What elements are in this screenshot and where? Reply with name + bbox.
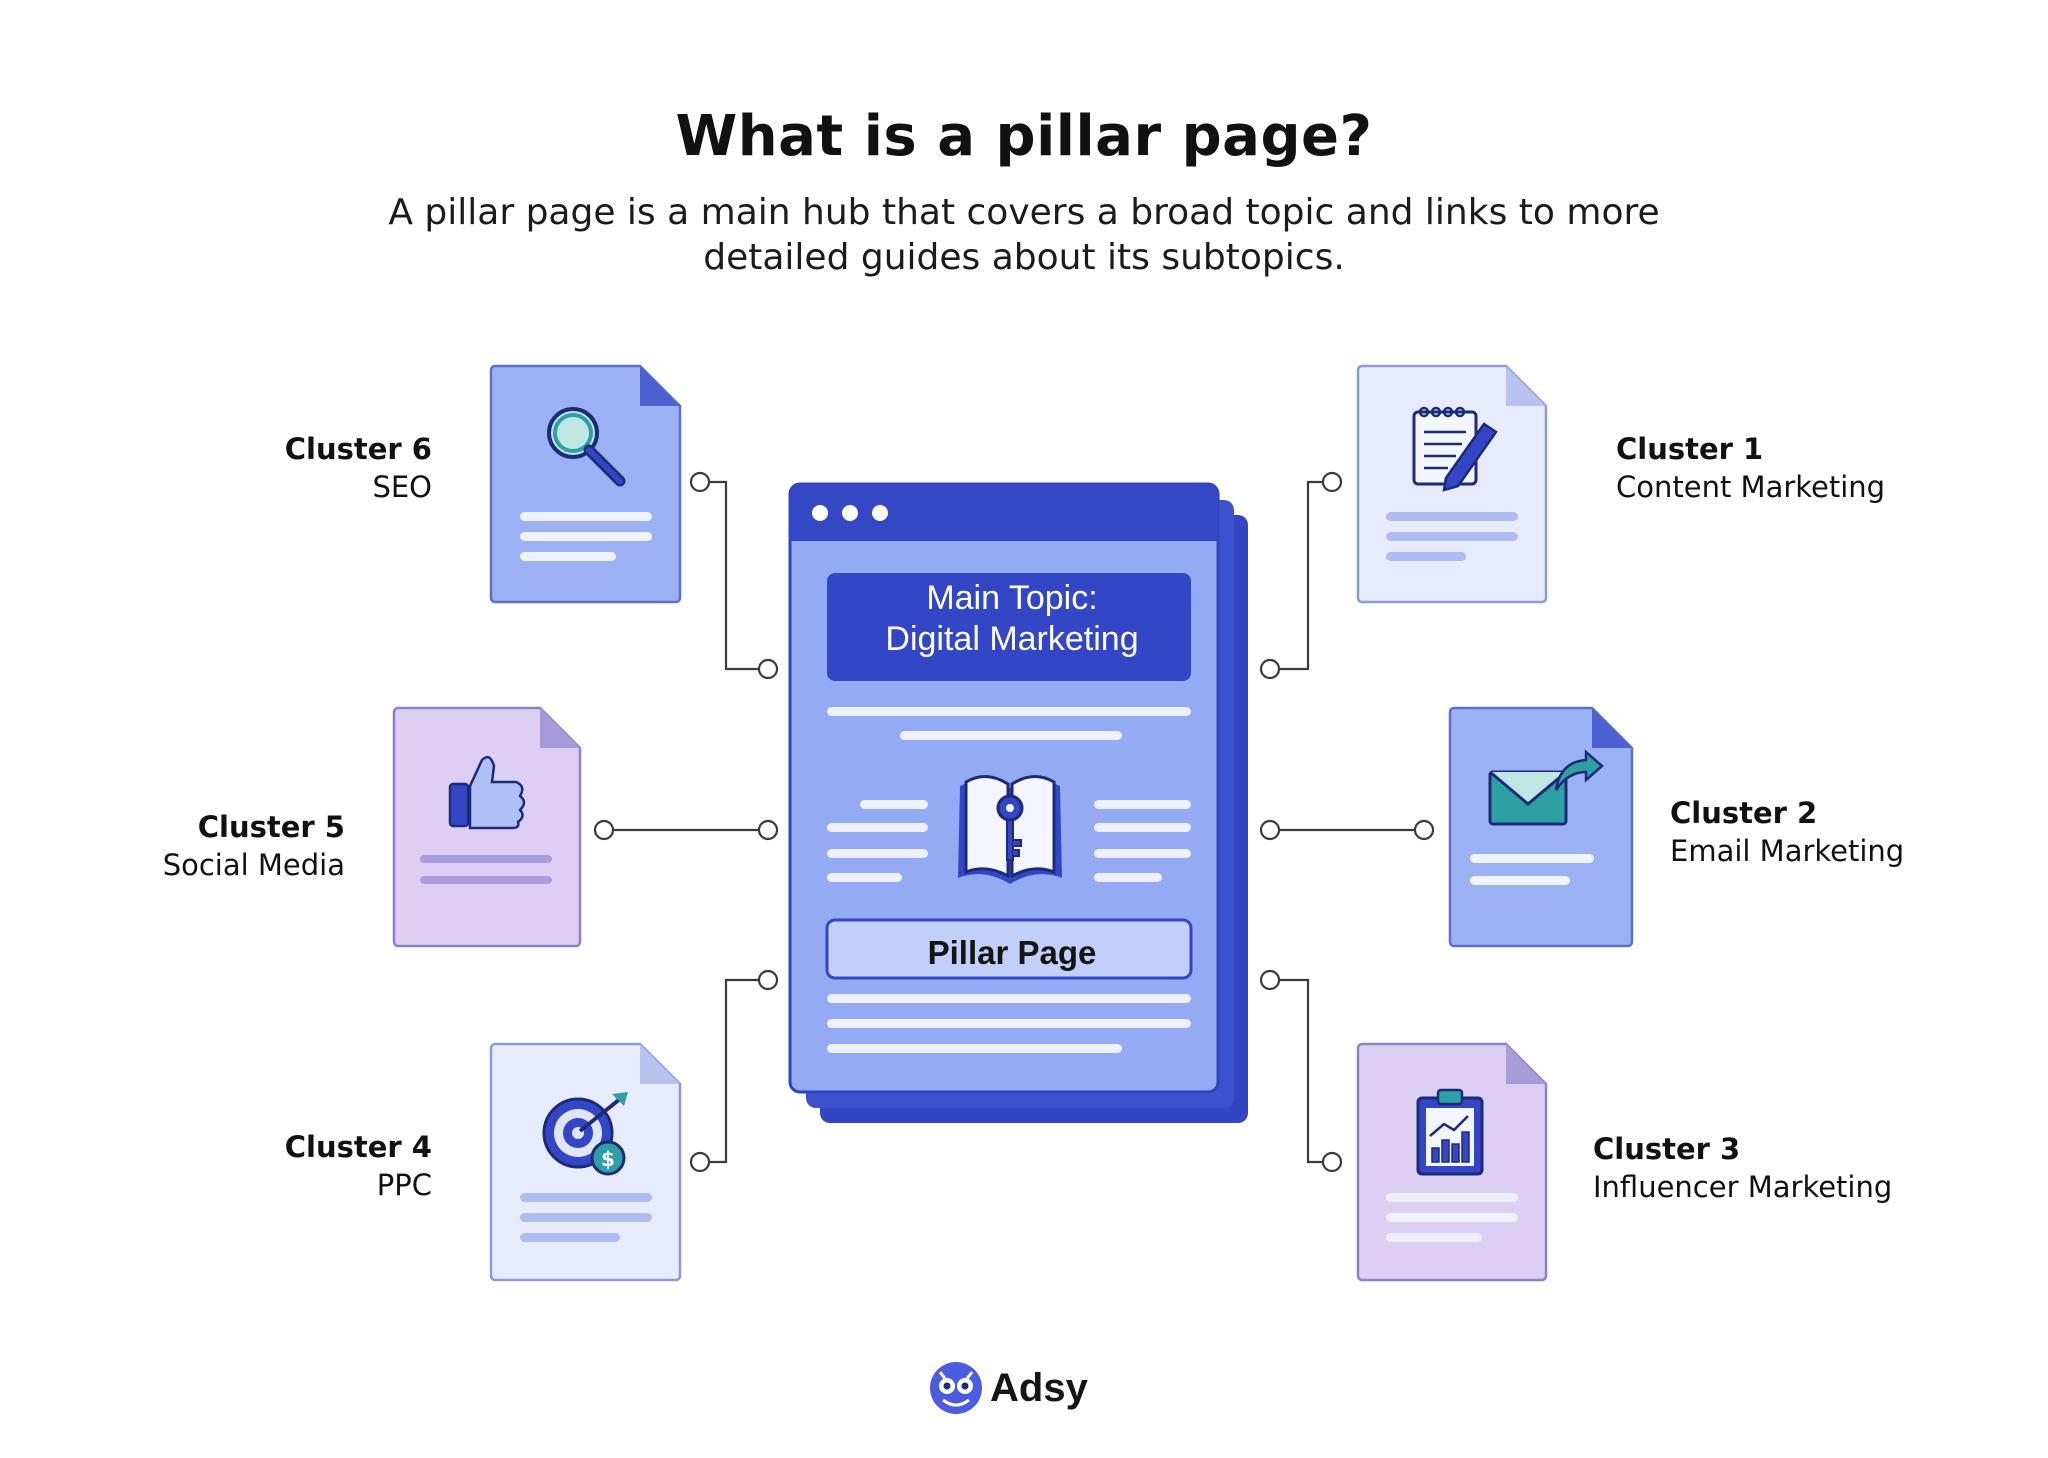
cluster-3-card: [1356, 1042, 1548, 1282]
owl-logo-icon: [930, 1362, 982, 1414]
main-topic-text: Main Topic: Digital Marketing: [830, 578, 1194, 660]
cluster-4-card: $: [489, 1042, 682, 1282]
cluster-2-card: [1448, 706, 1634, 948]
notepad-pen-icon: [1412, 406, 1498, 492]
cluster-3-label: Cluster 3 Influencer Marketing: [1593, 1130, 1913, 1206]
cluster-1-card: [1356, 364, 1548, 604]
page-title: What is a pillar page?: [675, 104, 1373, 169]
cluster-topic: Email Marketing: [1670, 834, 1905, 868]
clipboard-chart-icon: [1416, 1088, 1484, 1176]
cluster-5-label: Cluster 5 Social Media: [25, 808, 345, 884]
cluster-topic: SEO: [372, 470, 432, 504]
cluster-4-label: Cluster 4 PPC: [112, 1128, 432, 1204]
cluster-topic: Content Marketing: [1616, 470, 1886, 504]
cluster-topic: Social Media: [162, 848, 345, 882]
target-dollar-icon: $: [542, 1092, 628, 1176]
pillar-page-label: Pillar Page: [927, 934, 1097, 971]
cluster-1-label: Cluster 1 Content Marketing: [1616, 430, 1936, 506]
cluster-name: Cluster 6: [284, 432, 432, 466]
cluster-topic: PPC: [376, 1168, 432, 1202]
cluster-name: Cluster 5: [197, 810, 345, 844]
cluster-6-card: [489, 364, 682, 604]
cluster-name: Cluster 4: [284, 1130, 432, 1164]
cluster-topic: Influencer Marketing: [1593, 1170, 1893, 1204]
brand-name: Adsy: [990, 1365, 1088, 1410]
cluster-name: Cluster 2: [1670, 796, 1818, 830]
main-topic-line1: Main Topic:: [926, 579, 1098, 617]
magnifier-icon: [547, 407, 626, 487]
book-key-icon: [958, 775, 1062, 884]
svg-text:$: $: [601, 1147, 615, 1171]
pillar-label-box: [825, 918, 1193, 980]
envelope-share-icon: [1488, 749, 1604, 826]
cluster-name: Cluster 3: [1593, 1132, 1741, 1166]
main-topic-line2: Digital Marketing: [885, 620, 1139, 658]
thumbs-up-icon: [448, 755, 526, 830]
cluster-name: Cluster 1: [1616, 432, 1764, 466]
connectors: [604, 480, 1424, 1164]
connector-nodes: [593, 471, 1435, 1173]
cluster-2-label: Cluster 2 Email Marketing: [1670, 794, 1990, 870]
page-subtitle: A pillar page is a main hub that covers …: [388, 192, 1660, 278]
main-topic-box: [827, 573, 1191, 681]
pillar-page: [788, 482, 1248, 1123]
brand: Adsy: [990, 1360, 1088, 1416]
cluster-5-card: [392, 706, 582, 948]
cluster-6-label: Cluster 6 SEO: [112, 430, 432, 506]
